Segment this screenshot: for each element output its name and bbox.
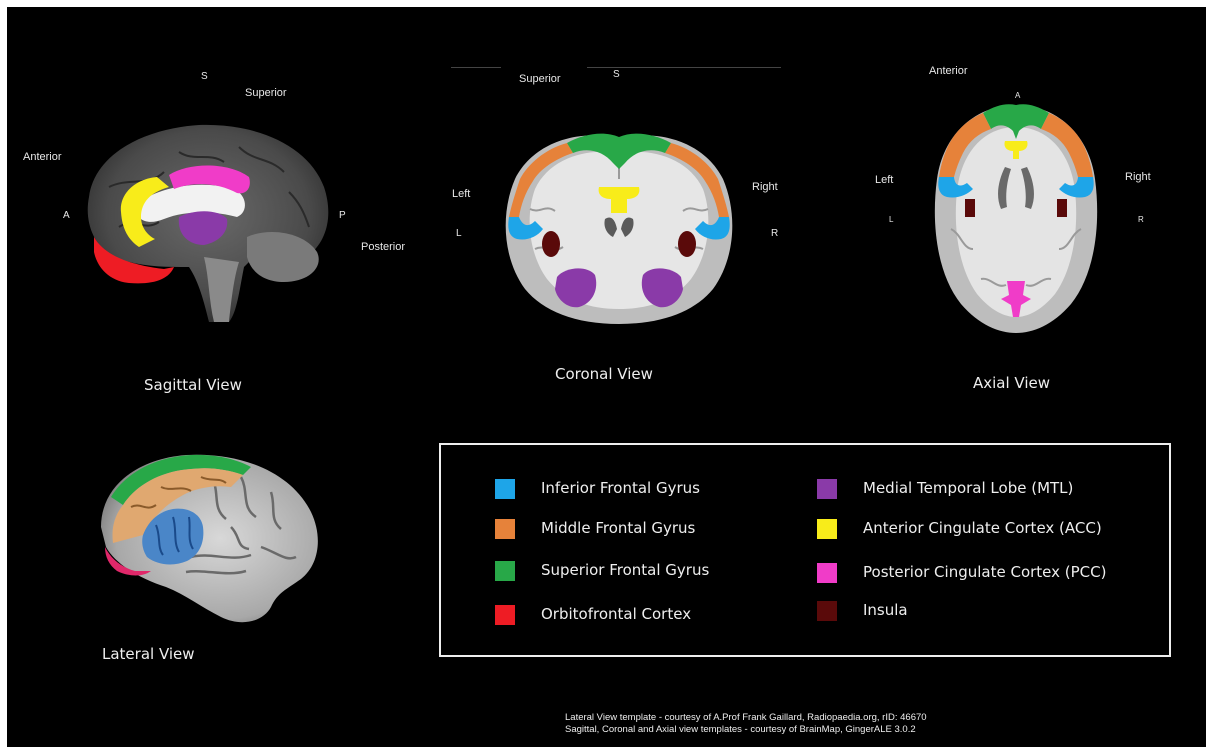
axial-r-label: R xyxy=(1138,215,1144,224)
coronal-right-label: Right xyxy=(752,181,778,193)
credits-line-templates: Sagittal, Coronal and Axial view templat… xyxy=(565,724,927,736)
axial-insula-right xyxy=(1057,199,1067,217)
legend-label: Orbitofrontal Cortex xyxy=(541,605,691,623)
coronal-superior-label: Superior xyxy=(519,73,561,85)
coronal-view-caption: Coronal View xyxy=(555,365,653,383)
coronal-top-line-right xyxy=(587,67,781,68)
axial-brain-image xyxy=(921,99,1111,337)
credits-line-lateral: Lateral View template - courtesy of A.Pr… xyxy=(565,712,927,724)
axial-insula-left xyxy=(965,199,975,217)
axial-a-label: A xyxy=(1015,91,1020,100)
sagittal-superior-label: Superior xyxy=(245,87,287,99)
sagittal-view-caption: Sagittal View xyxy=(144,376,242,394)
legend-label: Insula xyxy=(863,601,908,619)
legend-label: Posterior Cingulate Cortex (PCC) xyxy=(863,563,1106,581)
coronal-left-label: Left xyxy=(452,188,470,200)
sagittal-a-label: A xyxy=(63,210,70,221)
legend-swatch xyxy=(495,561,515,581)
lateral-brain-image xyxy=(91,447,327,629)
sagittal-s-label: S xyxy=(201,71,208,82)
coronal-brain-image xyxy=(495,119,743,331)
sagittal-posterior-label: Posterior xyxy=(361,241,405,253)
lateral-view-caption: Lateral View xyxy=(102,645,195,663)
figure-canvas: S Superior Anterior A P Posterior Sagitt… xyxy=(7,7,1206,747)
legend-label: Inferior Frontal Gyrus xyxy=(541,479,700,497)
coronal-r-label: R xyxy=(771,228,778,239)
coronal-l-label: L xyxy=(456,228,462,239)
legend-label: Anterior Cingulate Cortex (ACC) xyxy=(863,519,1102,537)
legend-swatch xyxy=(817,601,837,621)
axial-anterior-label: Anterior xyxy=(929,65,968,77)
axial-left-label: Left xyxy=(875,174,893,186)
coronal-top-line-left xyxy=(451,67,501,68)
sagittal-p-label: P xyxy=(339,210,346,221)
legend-swatch xyxy=(817,519,837,539)
coronal-insula-right xyxy=(678,231,696,257)
legend-swatch xyxy=(817,479,837,499)
legend-swatch xyxy=(495,479,515,499)
coronal-insula-left xyxy=(542,231,560,257)
legend-swatch xyxy=(495,519,515,539)
sagittal-brain-image xyxy=(69,117,349,337)
legend-label: Middle Frontal Gyrus xyxy=(541,519,695,537)
credits: Lateral View template - courtesy of A.Pr… xyxy=(565,712,927,736)
axial-l-label: L xyxy=(889,215,893,224)
legend-swatch xyxy=(495,605,515,625)
axial-right-label: Right xyxy=(1125,171,1151,183)
sagittal-anterior-label: Anterior xyxy=(23,151,62,163)
legend-label: Medial Temporal Lobe (MTL) xyxy=(863,479,1073,497)
legend-swatch xyxy=(817,563,837,583)
coronal-s-label: S xyxy=(613,69,620,80)
axial-view-caption: Axial View xyxy=(973,374,1050,392)
legend-box: Inferior Frontal Gyrus Middle Frontal Gy… xyxy=(439,443,1171,657)
legend-label: Superior Frontal Gyrus xyxy=(541,561,709,579)
